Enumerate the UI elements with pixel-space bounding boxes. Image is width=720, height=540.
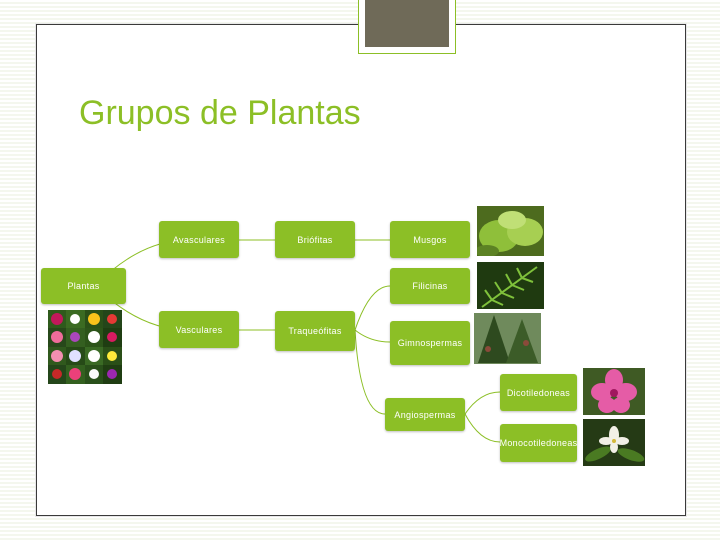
node-traqueofitas: Traqueófitas: [275, 311, 355, 351]
moss-image: [477, 206, 544, 256]
node-dicotiledoneas: Dicotiledoneas: [500, 374, 577, 411]
node-filicinas: Filicinas: [390, 268, 470, 304]
node-angiospermas: Angiospermas: [385, 398, 465, 431]
node-monocotiledoneas: Monocotiledoneas: [500, 424, 577, 462]
node-plantas: Plantas: [41, 268, 126, 304]
fern-image: [477, 262, 544, 309]
node-gimnospermas: Gimnospermas: [390, 321, 470, 365]
conifer-image: [474, 313, 541, 364]
white-orchid-image: [583, 419, 645, 466]
node-musgos: Musgos: [390, 221, 470, 258]
node-avasculares: Avasculares: [159, 221, 239, 258]
plantas-collage-image: [48, 310, 122, 384]
node-briofitas: Briófitas: [275, 221, 355, 258]
node-vasculares: Vasculares: [159, 311, 239, 348]
pink-flower-image: [583, 368, 645, 415]
